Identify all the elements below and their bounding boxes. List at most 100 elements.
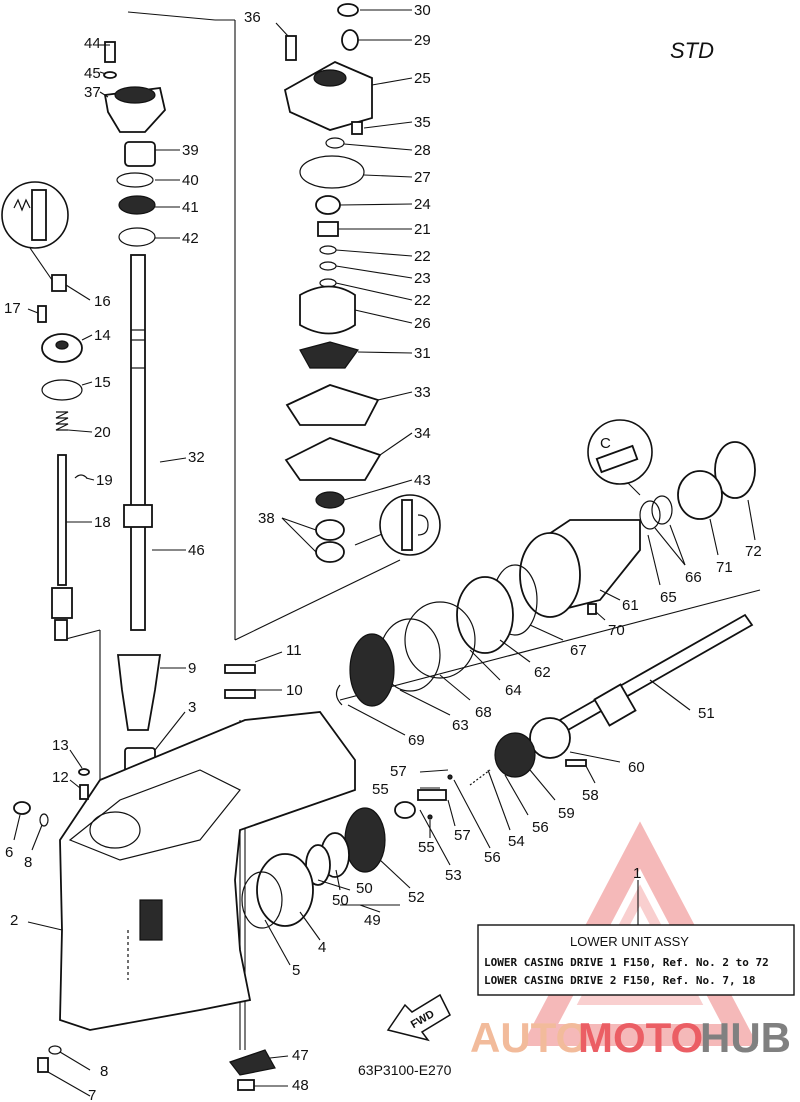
note-box: LOWER UNIT ASSY LOWER CASING DRIVE 1 F15…	[477, 924, 795, 996]
callout-26: 26	[414, 315, 431, 332]
callout-50a: 50	[332, 892, 349, 909]
callout-15: 15	[94, 374, 111, 391]
sealant-u-icon	[354, 494, 441, 556]
callout-23: 23	[414, 270, 431, 287]
callout-22a: 22	[414, 248, 431, 265]
callout-64: 64	[505, 682, 522, 699]
callout-56b: 56	[484, 849, 501, 866]
callout-12: 12	[52, 769, 69, 786]
callout-47: 47	[292, 1047, 309, 1064]
callout-21: 21	[414, 221, 431, 238]
callout-13: 13	[52, 737, 69, 754]
drawing-code: 63P3100-E270	[358, 1062, 452, 1078]
callout-58: 58	[582, 787, 599, 804]
callout-37: 37	[84, 84, 101, 101]
callout-51: 51	[698, 705, 715, 722]
callout-4: 4	[318, 939, 326, 956]
callout-8b: 8	[100, 1063, 108, 1080]
callout-36: 36	[244, 9, 261, 26]
grease-m-icon	[1, 181, 69, 281]
callout-40: 40	[182, 172, 199, 189]
callout-7: 7	[88, 1087, 96, 1102]
fwd-arrow-icon: FWD	[386, 993, 451, 1042]
callout-43: 43	[414, 472, 431, 489]
callout-3: 3	[188, 699, 196, 716]
watermark-hub: HUB	[700, 1014, 791, 1061]
callout-42: 42	[182, 230, 199, 247]
callout-46: 46	[188, 542, 205, 559]
watermark-auto: AUTO	[470, 1014, 588, 1061]
callout-49: 49	[364, 912, 381, 929]
callout-57a: 57	[390, 763, 407, 780]
lower-casing	[13, 711, 356, 1073]
callout-28: 28	[414, 142, 431, 159]
callout-41: 41	[182, 199, 199, 216]
variant-label: STD	[670, 38, 714, 63]
callout-19: 19	[96, 472, 113, 489]
callout-31: 31	[414, 345, 431, 362]
callout-61: 61	[622, 597, 639, 614]
callout-5: 5	[292, 962, 300, 979]
callout-18: 18	[94, 514, 111, 531]
callout-69: 69	[408, 732, 425, 749]
callout-70: 70	[608, 622, 625, 639]
watermark-moto: MOTO	[578, 1014, 703, 1061]
pinion-and-nut	[229, 1049, 276, 1091]
callout-65: 65	[660, 589, 677, 606]
callout-54: 54	[508, 833, 525, 850]
callout-56a: 56	[532, 819, 549, 836]
callout-35: 35	[414, 114, 431, 131]
callout-8a: 8	[24, 854, 32, 871]
callout-62: 62	[534, 664, 551, 681]
callout-32: 32	[188, 449, 205, 466]
callout-leaders	[13, 9, 756, 1097]
callout-67: 67	[570, 642, 587, 659]
callout-29: 29	[414, 32, 431, 49]
prop-shaft-assembly	[241, 613, 754, 929]
callout-52: 52	[408, 889, 425, 906]
callout-34: 34	[414, 425, 431, 442]
callout-59: 59	[558, 805, 575, 822]
callout-55a: 55	[372, 781, 389, 798]
callout-16: 16	[94, 293, 111, 310]
callout-68: 68	[475, 704, 492, 721]
drive-shaft	[123, 254, 153, 631]
callout-66: 66	[685, 569, 702, 586]
upper-bearing-stack	[103, 41, 166, 247]
callout-numbers: 44 45 37 39 40 41 42 16 17 14 15 20 19 1…	[4, 2, 762, 1102]
note-box-title: LOWER UNIT ASSY	[570, 934, 689, 949]
callout-24: 24	[414, 196, 431, 213]
water-pump-stack	[283, 3, 382, 563]
callout-17: 17	[4, 300, 21, 317]
shift-rod-assembly	[37, 274, 88, 641]
callout-1: 1	[633, 865, 641, 882]
callout-63: 63	[452, 717, 469, 734]
callout-2: 2	[10, 912, 18, 929]
grease-c-icon: C	[587, 419, 653, 496]
shift-parts-mid	[116, 654, 256, 773]
callout-71: 71	[716, 559, 733, 576]
callout-33: 33	[414, 384, 431, 401]
callout-22b: 22	[414, 292, 431, 309]
callout-20: 20	[94, 424, 111, 441]
callout-30: 30	[414, 2, 431, 19]
callout-55b: 55	[418, 839, 435, 856]
callout-27: 27	[414, 169, 431, 186]
note-box-line-1: LOWER CASING DRIVE 1 F150, Ref. No. 2 to…	[484, 956, 769, 969]
callout-39: 39	[182, 142, 199, 159]
callout-6: 6	[5, 844, 13, 861]
callout-57b: 57	[454, 827, 471, 844]
callout-11: 11	[286, 642, 302, 659]
callout-72: 72	[745, 543, 762, 560]
svg-text:C: C	[600, 435, 611, 452]
callout-48: 48	[292, 1077, 309, 1094]
callout-9: 9	[188, 660, 196, 677]
callout-60: 60	[628, 759, 645, 776]
callout-44: 44	[84, 35, 101, 52]
callout-10: 10	[286, 682, 303, 699]
prop-shaft-housing	[335, 441, 756, 707]
note-box-line-2: LOWER CASING DRIVE 2 F150, Ref. No. 7, 1…	[484, 974, 756, 987]
callout-50b: 50	[356, 880, 373, 897]
callout-38: 38	[258, 510, 275, 527]
